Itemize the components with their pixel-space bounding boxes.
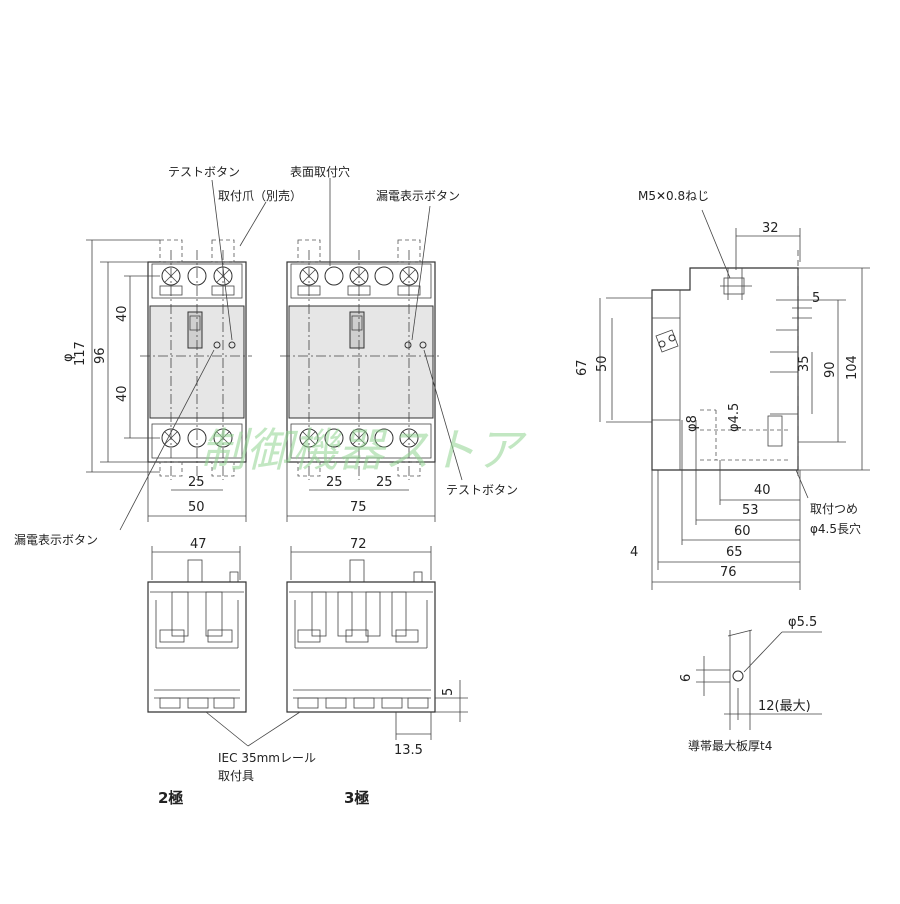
dim-76: 76 (720, 565, 737, 580)
front-view-3pole (280, 239, 442, 480)
test-button-label-bottom: テストボタン (446, 483, 518, 497)
leak-indicator-label-bottom: 漏電表示ボタン (14, 533, 98, 547)
dim-47: 47 (190, 537, 207, 552)
side-view (599, 209, 870, 590)
dim-phi: φ (61, 353, 76, 362)
dim-67: 67 (575, 359, 590, 376)
dim-65: 65 (726, 545, 743, 560)
din-rail-label-1: IEC 35mmレール (218, 751, 316, 765)
front-view-2pole (140, 239, 252, 480)
surface-mount-hole-label: 表面取付穴 (290, 164, 350, 179)
dim-35: 35 (797, 355, 812, 372)
dim-25-2p: 25 (188, 475, 205, 490)
dim-50-side: 50 (595, 355, 610, 372)
front-dimensions (86, 178, 463, 531)
dim-60: 60 (734, 524, 751, 539)
dim-25-3p-b: 25 (376, 475, 393, 490)
dim-90: 90 (823, 361, 838, 378)
dimension-values: φ 117 96 40 40 25 50 25 25 75 47 72 5 13… (61, 221, 860, 758)
dim-32: 32 (762, 221, 779, 236)
mount-pawl-label: 取付つめ (810, 502, 858, 516)
screw-label: M5✕0.8ねじ (638, 189, 709, 203)
mount-claw-label: 取付爪（別売） (218, 188, 302, 203)
pole2-label: 2極 (158, 789, 183, 807)
dim-25-3p-a: 25 (326, 475, 343, 490)
dim-40-lower: 40 (115, 385, 130, 402)
dim-96: 96 (93, 347, 108, 364)
dim-5-bottom: 5 (441, 688, 456, 696)
dim-40-upper: 40 (115, 305, 130, 322)
slot-label: φ4.5長穴 (810, 521, 861, 536)
pole3-label: 3極 (344, 789, 369, 807)
dim-5-side: 5 (812, 291, 820, 306)
dim-72: 72 (350, 537, 367, 552)
leak-indicator-label-top: 漏電表示ボタン (376, 189, 460, 203)
dim-12-max: 12(最大) (758, 699, 811, 714)
bottom-view-3pole (205, 546, 468, 747)
dim-53: 53 (742, 503, 759, 518)
dim-phi5-5: φ5.5 (788, 615, 817, 630)
din-rail-label-2: 取付具 (218, 769, 254, 783)
dim-104: 104 (845, 355, 860, 380)
test-button-label-top: テストボタン (168, 165, 240, 179)
dim-40-side: 40 (754, 483, 771, 498)
busbar-note: 導帯最大板厚t4 (688, 739, 772, 753)
dim-4: 4 (630, 545, 638, 560)
bottom-view-2pole (147, 546, 247, 713)
labels: テストボタン 表面取付穴 取付爪（別売） 漏電表示ボタン テストボタン 漏電表示… (14, 164, 861, 807)
dim-13-5: 13.5 (394, 743, 423, 758)
watermark: 制御機器ストア (200, 423, 527, 477)
busbar-detail (696, 629, 822, 730)
dim-phi4-5: φ4.5 (727, 403, 742, 432)
dim-6: 6 (679, 674, 694, 682)
dim-75: 75 (350, 500, 367, 515)
dim-117: 117 (73, 341, 88, 366)
dim-50: 50 (188, 500, 205, 515)
dim-phi8: φ8 (685, 415, 700, 432)
